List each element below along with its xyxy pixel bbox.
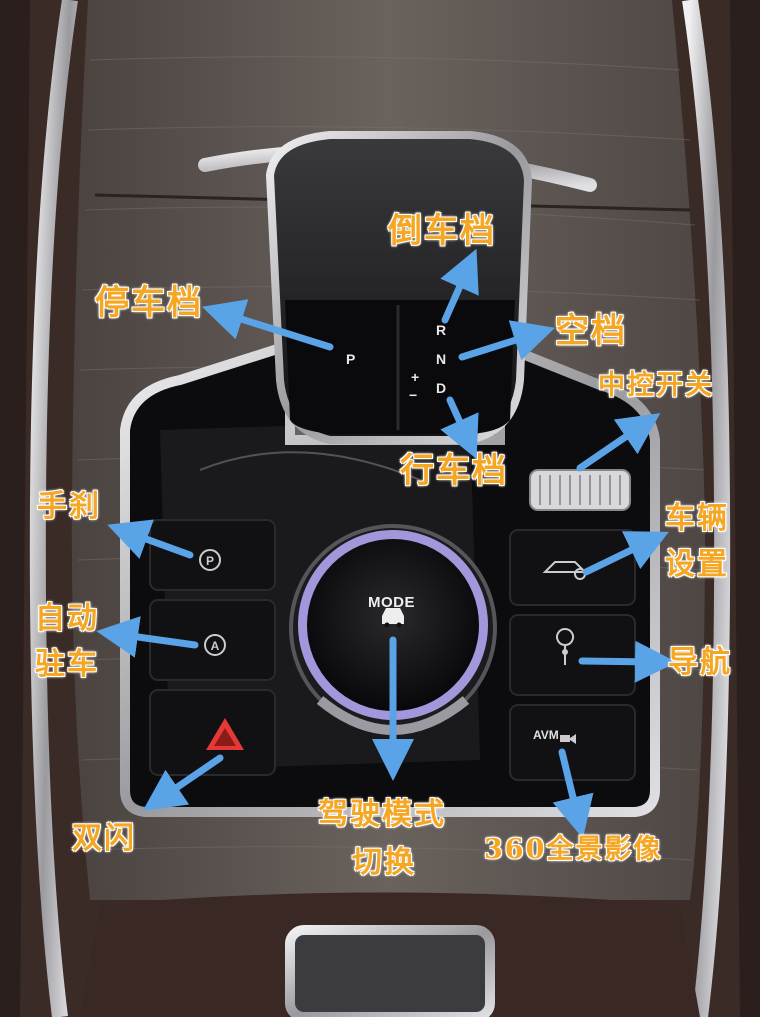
gear-plus: + [411, 369, 420, 385]
label-auto-hold-line1: 自动 [35, 601, 99, 636]
gear-d: D [436, 380, 447, 396]
arrow-reverse [440, 248, 479, 324]
svg-text:P: P [206, 554, 214, 568]
label-hazard: 双闪 [72, 821, 136, 856]
mode-car-icon [382, 608, 404, 628]
arrow-hazard [142, 754, 224, 811]
label-auto-hold-line2: 驻车 [35, 647, 99, 682]
auto-hold-a-icon: A [204, 634, 226, 656]
label-handbrake: 手刹 [37, 489, 101, 524]
arrow-handbrake [107, 519, 194, 559]
gear-n: N [436, 351, 447, 367]
label-vehicle-settings-line1: 车辆 [665, 501, 729, 536]
label-360-camera: 360全景影像 [484, 834, 663, 865]
label-console-switch: 中控开关 [598, 370, 714, 401]
gear-p: P [346, 351, 356, 367]
hazard-triangle-icon [206, 718, 244, 750]
label-reverse: 倒车档 [388, 211, 496, 251]
arrow-navigation [578, 640, 677, 683]
handbrake-p-icon: P [199, 549, 221, 571]
arrow-console-switch [576, 413, 661, 472]
arrow-vehicle-settings [582, 531, 669, 576]
arrow-auto-hold [96, 616, 199, 658]
label-park: 停车档 [95, 283, 203, 323]
label-drive-mode-line1: 驾驶模式 [318, 797, 446, 832]
arrow-neutral [458, 320, 556, 361]
location-pin-icon [556, 628, 574, 666]
arrow-park [201, 299, 334, 351]
avm-camera-icon [560, 734, 576, 744]
gear-minus: − [409, 387, 418, 403]
mode-dial-label: MODE [368, 594, 415, 611]
avm-button-label: AVM [533, 728, 559, 742]
label-navigation: 导航 [668, 645, 732, 680]
svg-text:A: A [211, 639, 220, 653]
label-vehicle-settings-line2: 设置 [665, 547, 729, 582]
gear-r: R [436, 322, 447, 338]
label-drive: 行车档 [400, 451, 508, 491]
arrow-drive [440, 396, 479, 460]
label-drive-mode-line2: 切换 [352, 845, 416, 880]
arrow-360-camera [552, 748, 594, 839]
knurl-pattern [539, 475, 621, 505]
label-neutral: 空档 [555, 311, 627, 351]
